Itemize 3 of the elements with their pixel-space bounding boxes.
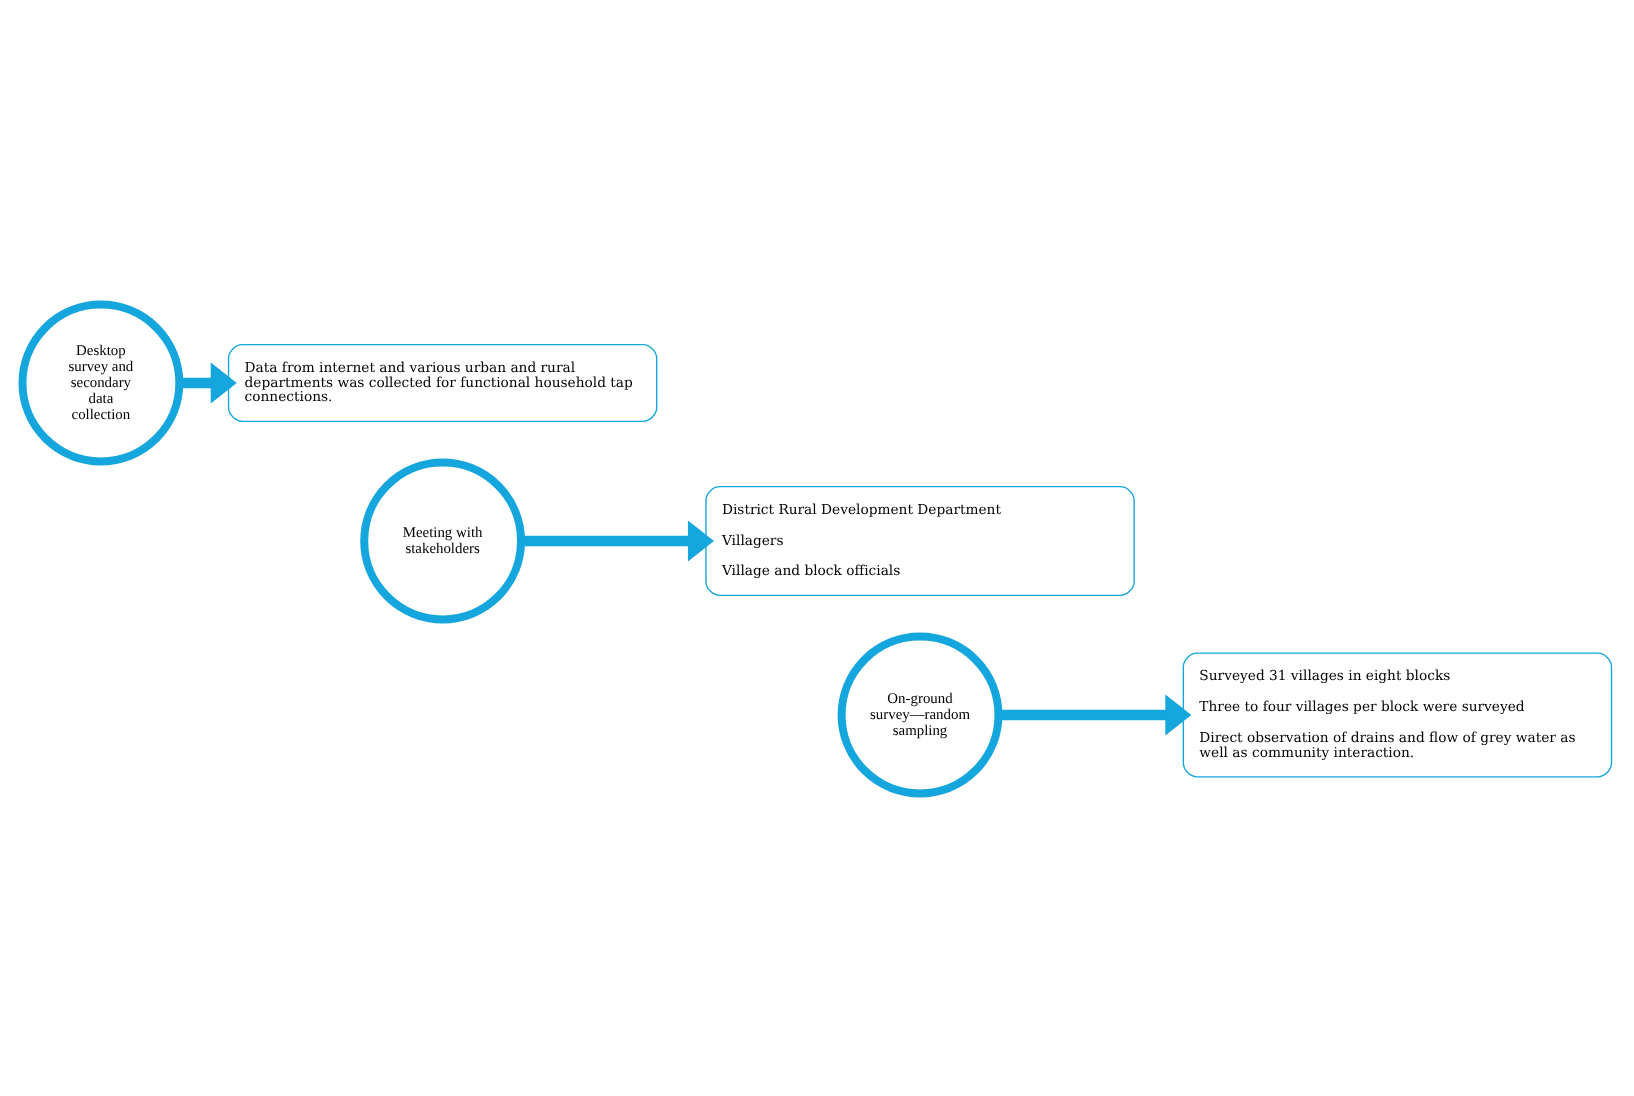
arrow [179, 361, 237, 403]
arrow [521, 519, 714, 561]
arrow [998, 693, 1192, 735]
